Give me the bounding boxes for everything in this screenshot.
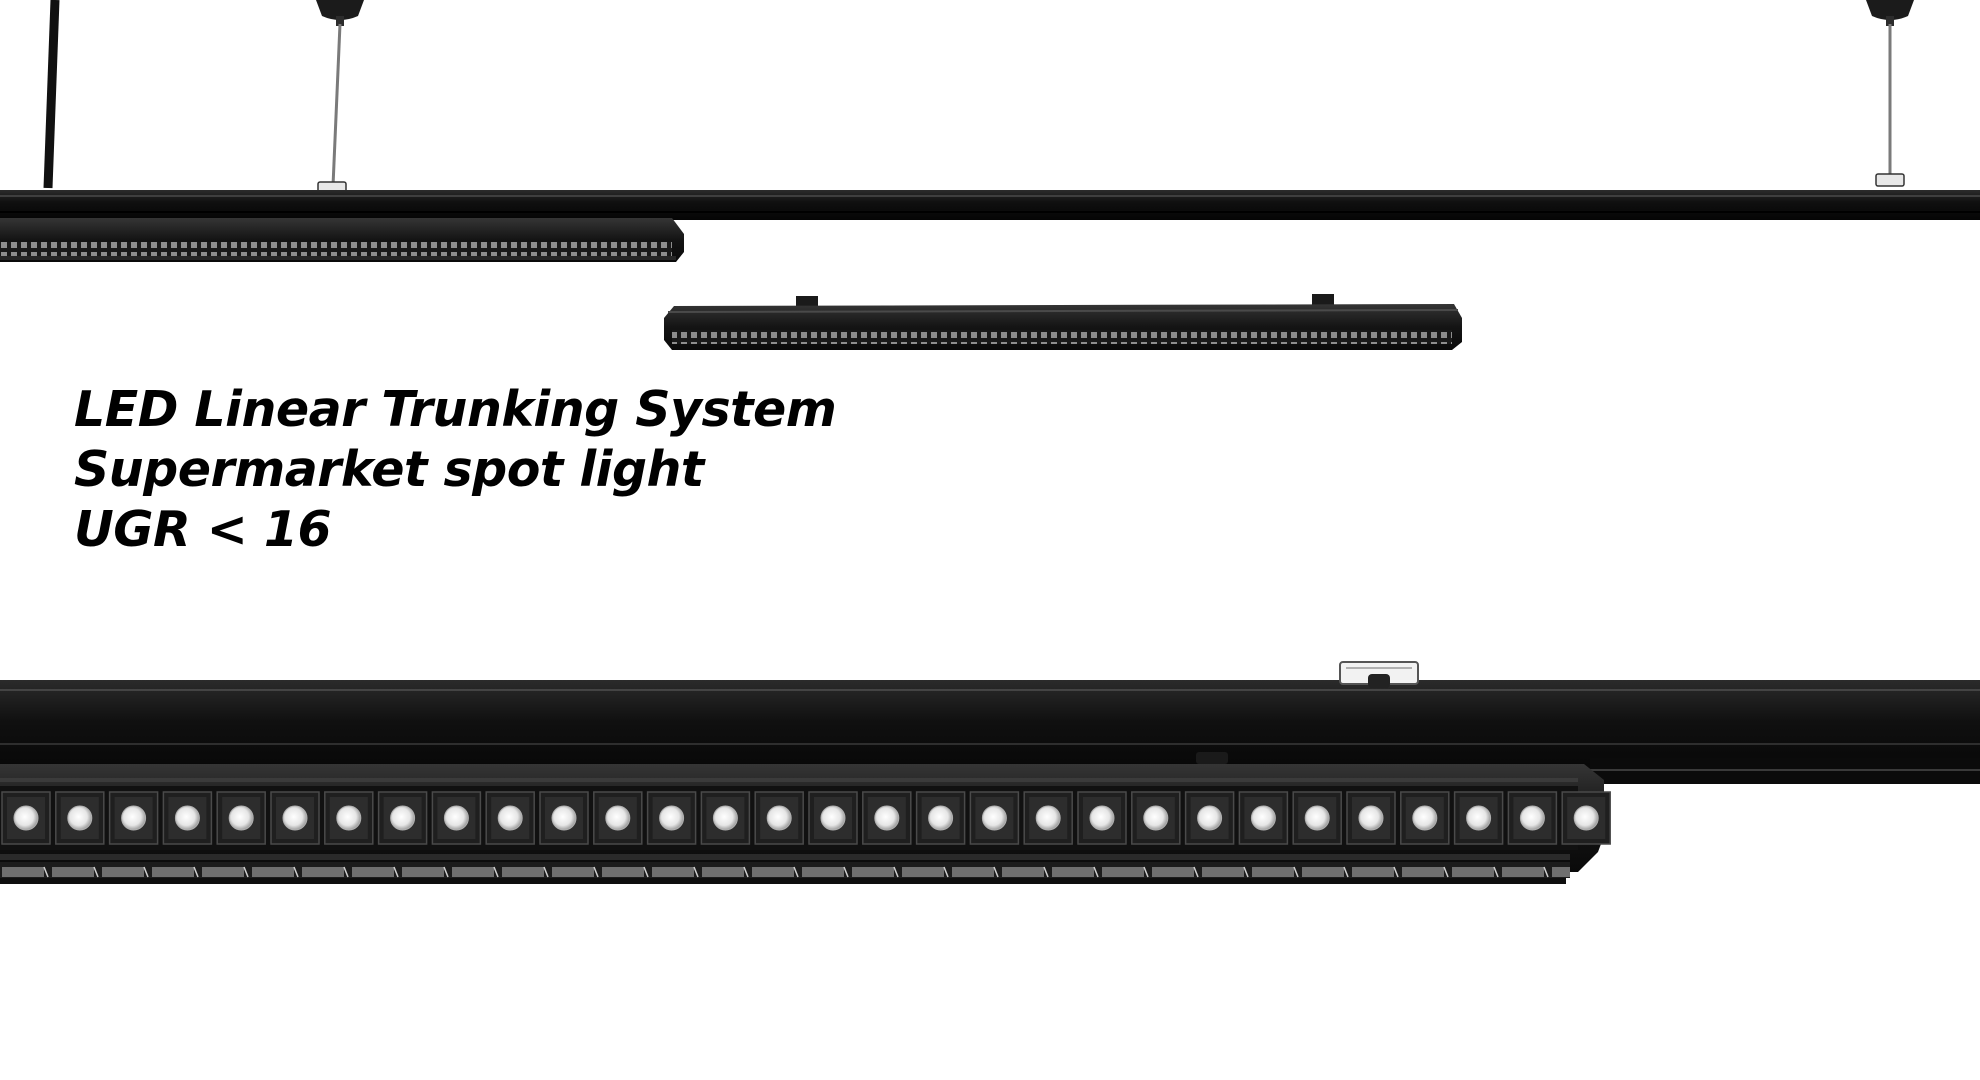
spotlight-lens (377, 791, 428, 845)
spotlight-lens (162, 791, 213, 845)
spotlight-lens (55, 791, 105, 845)
spotlight-lens (1561, 791, 1611, 845)
suspension-hanger-right (1866, 0, 1914, 187)
spotlight-lens (915, 791, 966, 845)
headline-line-3: UGR < 16 (74, 501, 332, 558)
spotlight-lens (1453, 791, 1504, 845)
spotlight-lens (485, 791, 535, 845)
spotlight-lens (1077, 791, 1127, 845)
spotlight-module (0, 752, 1611, 884)
spotlight-lens (1292, 791, 1342, 845)
linear-module-middle (664, 294, 1462, 350)
spotlight-lens (216, 791, 266, 845)
spotlight-lens (539, 791, 589, 845)
spotlight-lens (969, 791, 1020, 845)
spotlight-lens (324, 791, 374, 845)
upper-trunking-rail (0, 190, 1980, 220)
spotlight-lens (1507, 791, 1558, 845)
spotlight-lens-row (1, 791, 1611, 845)
spotlight-lens (270, 791, 320, 845)
spotlight-lens (1238, 791, 1289, 845)
spotlight-lens (808, 791, 858, 845)
spotlight-lens (1400, 791, 1450, 845)
spotlight-lens (431, 791, 482, 845)
power-cable (43, 0, 60, 189)
headline-line-2: Supermarket spot light (74, 441, 704, 498)
spotlight-lens (1, 791, 51, 845)
spotlight-lens (646, 791, 697, 845)
linear-module-top-left (0, 218, 684, 262)
rail-connector-clip (1339, 661, 1419, 688)
spotlight-lens (862, 791, 912, 845)
spotlight-lens (1346, 791, 1396, 845)
spotlight-lens (108, 791, 159, 845)
spotlight-lens (1023, 791, 1073, 845)
headline: LED Linear Trunking System Supermarket s… (74, 380, 837, 560)
spotlight-lens (1131, 791, 1181, 845)
headline-line-1: LED Linear Trunking System (74, 381, 837, 438)
spotlight-lens (1184, 791, 1235, 845)
spotlight-lens (700, 791, 751, 845)
spotlight-lens (754, 791, 804, 845)
spotlight-lens (593, 791, 643, 845)
